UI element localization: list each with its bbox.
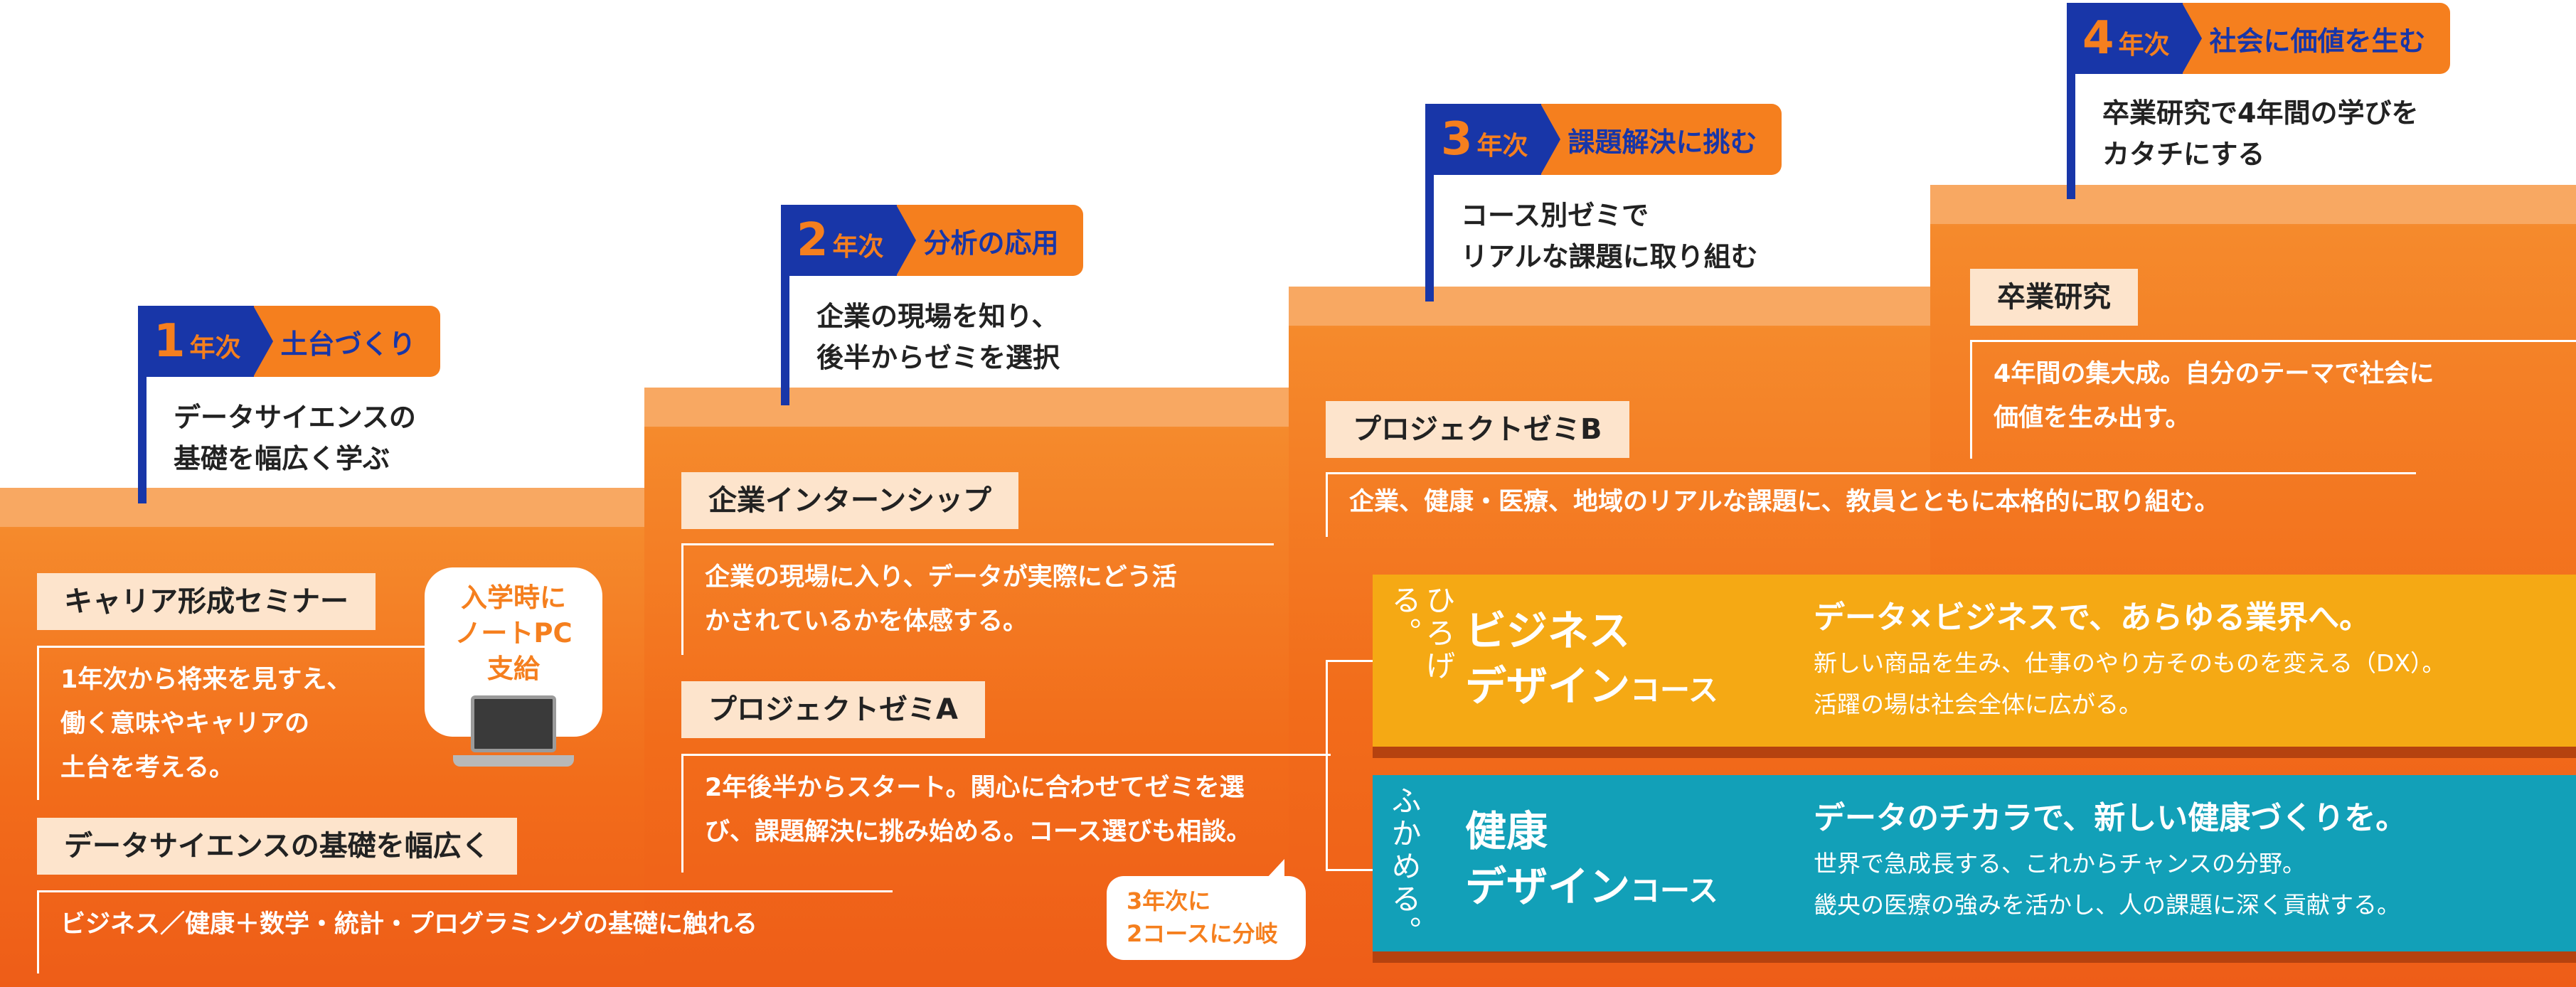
- business-course-shadow: [1373, 747, 2576, 758]
- year2-desc-line: 企業の現場を知り、: [816, 301, 1059, 332]
- thesis-desc-line: 価値を生み出す。: [1994, 404, 2191, 432]
- health-course-name: 健康 デザインコース: [1465, 804, 1718, 919]
- zemiA-desc-line: 2年後半からスタート。関心に合わせてゼミを選: [705, 774, 1245, 802]
- year4-theme: 社会に価値を生む: [2181, 3, 2450, 74]
- year4-label: 年次: [2118, 31, 2170, 60]
- health-course-suffix: コース: [1630, 873, 1718, 908]
- laptop-icon: [453, 695, 574, 767]
- health-course-panel: ふかめる。 健康 デザインコース データのチカラで、新しい健康づくりを。 世界で…: [1373, 775, 2576, 951]
- year3-number: 3: [1441, 113, 1473, 166]
- health-course-desc-line: 世界で急成長する、これからチャンスの分野。: [1814, 850, 2306, 877]
- thesis-desc: 4年間の集大成。自分のテーマで社会に 価値を生み出す。: [1970, 340, 2576, 459]
- business-course-suffix: コース: [1630, 673, 1718, 708]
- thesis-desc-line: 4年間の集大成。自分のテーマで社会に: [1994, 360, 2434, 388]
- course-split-bubble: 3年次に 2コースに分岐: [1107, 859, 1306, 960]
- year4-desc-line: 卒業研究で4年間の学びを: [2102, 97, 2419, 129]
- split-bubble-line: 2コースに分岐: [1127, 920, 1278, 947]
- internship-desc: 企業の現場に入り、データが実際にどう活 かされているかを体感する。: [681, 543, 1274, 655]
- internship-desc-line: かされているかを体感する。: [705, 607, 1028, 636]
- health-course-shadow: [1373, 951, 2576, 963]
- zemiB-title: プロジェクトゼミB: [1326, 401, 1629, 458]
- career-desc-line: 土台を考える。: [60, 754, 234, 782]
- business-course-panel: ひろげる。 ビジネス デザインコース データ×ビジネスで、あらゆる業界へ。 新し…: [1373, 575, 2576, 747]
- health-course-name-line: デザイン: [1465, 863, 1631, 911]
- pc-bubble-line: 入学時に: [461, 582, 566, 613]
- year1-number: 1: [154, 315, 186, 368]
- ds-basics-desc: ビジネス／健康＋数学・統計・プログラミングの基礎に触れる: [37, 890, 893, 973]
- health-course-desc: 世界で急成長する、これからチャンスの分野。 畿央の医療の強みを活かし、人の課題に…: [1814, 843, 2400, 926]
- business-course-desc: 新しい商品を生み、仕事のやり方そのものを変える（DX）。 活躍の場は社会全体に広…: [1814, 643, 2446, 725]
- zemiA-desc-line: び、課題解決に挑み始める。コース選びも相談。: [705, 818, 1252, 846]
- health-course-tagline: ふかめる。: [1387, 785, 1422, 949]
- year2-flag-desc: 企業の現場を知り、 後半からゼミを選択: [816, 296, 1060, 378]
- business-course-headline: データ×ビジネスで、あらゆる業界へ。: [1814, 599, 2371, 636]
- health-course-name-line: 健康: [1465, 807, 1548, 855]
- bracket-line: [1326, 869, 1373, 871]
- year1-flag-desc: データサイエンスの 基礎を幅広く学ぶ: [174, 397, 416, 479]
- year2-label: 年次: [832, 233, 884, 262]
- internship-title: 企業インターンシップ: [681, 472, 1018, 529]
- business-course-desc-line: 新しい商品を生み、仕事のやり方そのものを変える（DX）。: [1814, 649, 2446, 677]
- health-course-desc-line: 畿央の医療の強みを活かし、人の課題に深く貢献する。: [1814, 891, 2400, 919]
- year2-number: 2: [797, 214, 829, 267]
- business-course-tagline: ひろげる。: [1387, 585, 1456, 683]
- year1-theme: 土台づくり: [252, 306, 440, 377]
- zemiB-desc: 企業、健康・医療、地域のリアルな課題に、教員とともに本格的に取り組む。: [1326, 472, 2416, 537]
- year3-flag-desc: コース別ゼミで リアルな課題に取り組む: [1461, 195, 1758, 277]
- career-seminar-desc: 1年次から将来を見すえ、 働く意味やキャリアの 土台を考える。: [37, 646, 430, 800]
- ds-basics-title: データサイエンスの基礎を幅広く: [37, 818, 517, 875]
- year4-flag-desc: 卒業研究で4年間の学びを カタチにする: [2102, 92, 2418, 175]
- split-bubble-line: 3年次に: [1127, 887, 1211, 914]
- year2-theme: 分析の応用: [895, 205, 1083, 276]
- health-course-headline: データのチカラで、新しい健康づくりを。: [1814, 800, 2407, 836]
- thesis-title: 卒業研究: [1970, 269, 2138, 326]
- career-desc-line: 働く意味やキャリアの: [60, 710, 310, 738]
- year1-desc-line: データサイエンスの: [174, 402, 416, 433]
- pc-bubble-line: 支給: [487, 653, 540, 684]
- bracket-line: [1326, 660, 1328, 870]
- year3-desc-line: リアルな課題に取り組む: [1461, 241, 1758, 272]
- career-seminar-title: キャリア形成セミナー: [37, 573, 376, 630]
- business-course-name-line: デザイン: [1465, 662, 1631, 710]
- year3-label: 年次: [1476, 132, 1528, 161]
- year2-desc-line: 後半からゼミを選択: [816, 342, 1060, 373]
- bracket-line: [1326, 660, 1373, 662]
- business-course-name: ビジネス デザインコース: [1465, 603, 1718, 718]
- year3-theme: 課題解決に挑む: [1540, 104, 1782, 175]
- year1-label: 年次: [189, 334, 241, 363]
- year3-desc-line: コース別ゼミで: [1461, 200, 1649, 231]
- year4-desc-line: カタチにする: [2102, 139, 2265, 170]
- year1-desc-line: 基礎を幅広く学ぶ: [174, 443, 390, 474]
- pc-bubble: 入学時に ノートPC 支給: [425, 567, 602, 767]
- year4-number: 4: [2082, 12, 2114, 65]
- business-course-name-line: ビジネス: [1465, 607, 1631, 655]
- zemiA-desc: 2年後半からスタート。関心に合わせてゼミを選 び、課題解決に挑み始める。コース選…: [681, 754, 1331, 873]
- business-course-desc-line: 活躍の場は社会全体に広がる。: [1814, 690, 2142, 718]
- career-desc-line: 1年次から将来を見すえ、: [60, 666, 352, 694]
- internship-desc-line: 企業の現場に入り、データが実際にどう活: [705, 563, 1177, 592]
- zemiA-title: プロジェクトゼミA: [681, 681, 985, 738]
- pc-bubble-line: ノートPC: [454, 618, 573, 649]
